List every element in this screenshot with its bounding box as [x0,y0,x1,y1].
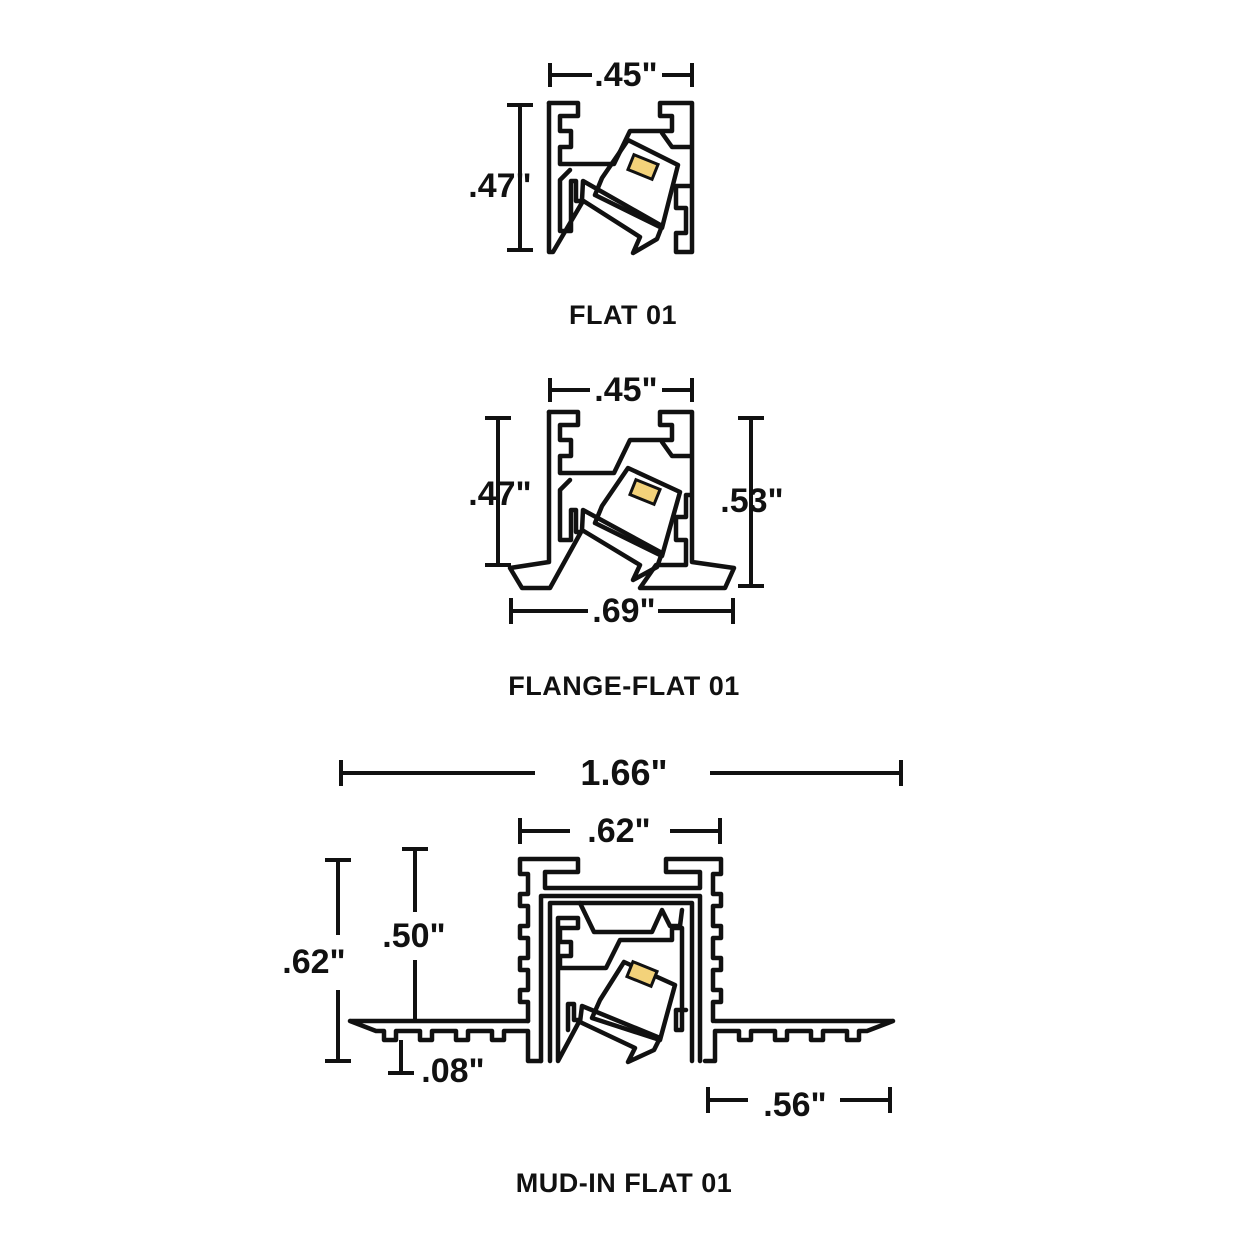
width-dimension-line [548,378,694,402]
led-housing [592,137,681,231]
led-housing [589,959,678,1043]
total-width-dimension-line [339,760,903,786]
mud-housing-outline [517,856,724,1024]
insert-rail [538,893,703,1064]
wing-width-dimension-line [706,1087,892,1113]
profile-title-flange-flat-01: FLANGE-FLAT 01 [508,671,740,701]
flange-width-dimension-line [509,598,735,624]
profile-mud-in-flat-01: 1.66" .62" .62" .50" .08" [282,752,903,1124]
width-label: .45" [594,371,657,409]
total-height-label: .53" [720,482,783,520]
inner-height-label: .47" [468,475,531,513]
mud-wing-right [702,1018,896,1064]
width-label: .45" [594,56,657,94]
flange-width-label: .69" [592,592,655,630]
profile-flat-01: .45" .47" [468,56,695,256]
mud-wing-left [347,1018,544,1064]
channel-outline [546,100,695,255]
profile-title-mud-in-flat-01: MUD-IN FLAT 01 [516,1168,733,1198]
total-height-dimension-line [325,858,351,1063]
channel-outline [555,915,689,1064]
total-height-label: .62" [282,943,345,981]
inner-height-dimension-line [485,416,511,567]
total-width-label: 1.66" [580,752,667,793]
profile-title-flat-01: FLAT 01 [569,300,677,330]
channel-width-label: .62" [587,812,650,850]
wing-width-label: .56" [763,1086,826,1124]
channel-outline [546,409,737,591]
insert-clip [577,900,685,935]
channel-height-label: .50" [382,917,445,955]
profile-flange-flat-01: .45" .47" .53" .69" [468,371,783,630]
total-height-dimension-line [738,416,764,588]
led-chip-icon [627,477,663,507]
led-chip-icon [624,959,660,989]
led-chip-icon [625,152,661,182]
led-housing [592,465,683,559]
height-dimension-line [507,103,533,252]
flange-thickness-dimension-line [388,1040,414,1075]
channel-left-wall [546,100,586,255]
height-label: .47" [468,167,531,205]
channel-width-dimension-line [518,818,722,844]
flange-thickness-label: .08" [421,1052,484,1090]
channel-left-wall [507,409,584,591]
width-dimension-line [548,63,694,87]
